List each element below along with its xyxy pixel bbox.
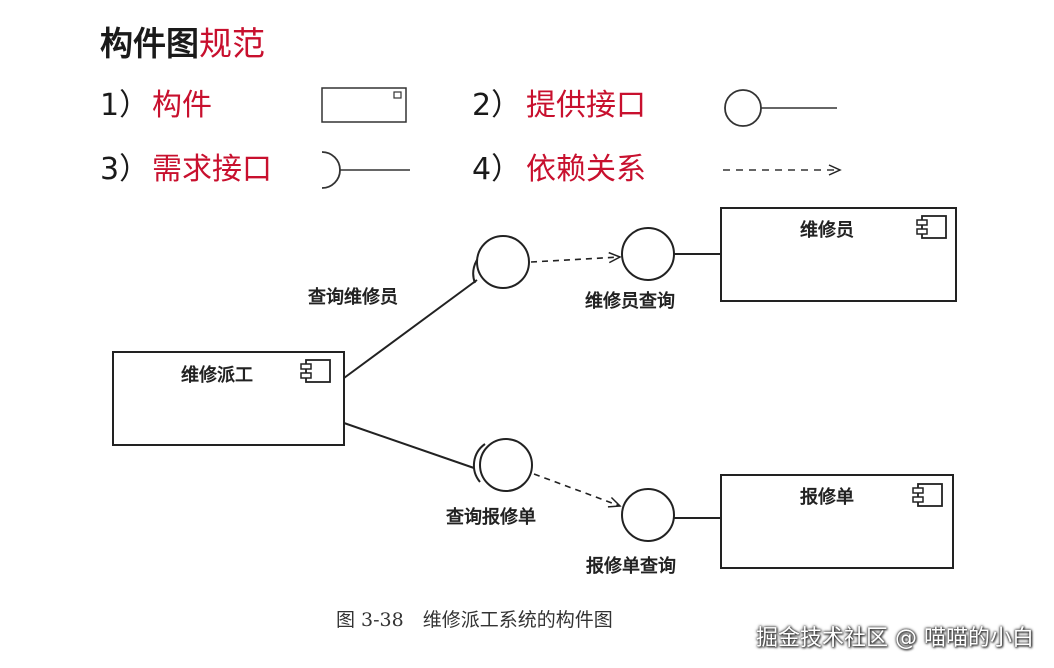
page-title: 构件图规范 xyxy=(100,22,265,66)
provided-interface-repairman-query xyxy=(621,227,721,281)
interface-label-query-order: 查询报修单 xyxy=(446,507,536,528)
legend-3-label: 需求接口 xyxy=(152,152,272,187)
title-main: 构件图 xyxy=(100,24,199,63)
legend-4-number: 4） xyxy=(472,152,522,187)
component-icon xyxy=(912,483,943,507)
figure-caption: 图 3-38 维修派工系统的构件图 xyxy=(336,609,613,631)
component-dispatch xyxy=(112,351,345,446)
component-repair-order-label: 报修单 xyxy=(800,487,854,508)
legend-4-label: 依赖关系 xyxy=(526,152,646,187)
title-accent: 规范 xyxy=(199,24,265,63)
interface-label-repairman-query: 维修员查询 xyxy=(585,291,675,312)
legend-1-number: 1） xyxy=(100,88,150,123)
watermark: 掘金技术社区 @ 喵喵的小白 xyxy=(756,626,1034,651)
component-dispatch-label: 维修派工 xyxy=(181,365,253,386)
required-interface-query-repairman xyxy=(343,235,530,379)
dependency-arrow-upper xyxy=(530,251,622,264)
provided-interface-order-query xyxy=(621,488,721,542)
legend-component-symbol xyxy=(321,87,407,123)
component-repairman-label: 维修员 xyxy=(800,220,854,241)
component-icon xyxy=(300,359,331,383)
interface-label-query-repairman: 查询维修员 xyxy=(308,287,398,308)
component-repair-order xyxy=(720,474,954,569)
legend-2-label: 提供接口 xyxy=(526,88,646,123)
required-interface-query-order xyxy=(343,422,533,492)
legend-3-number: 3） xyxy=(100,152,150,187)
dependency-arrow-lower xyxy=(533,473,622,508)
interface-label-order-query: 报修单查询 xyxy=(586,556,676,577)
legend-2-number: 2） xyxy=(472,88,522,123)
component-icon xyxy=(916,215,947,239)
legend-1-label: 构件 xyxy=(152,88,212,123)
legend-provided-interface-symbol xyxy=(724,89,837,127)
legend-required-interface-symbol xyxy=(321,151,410,189)
